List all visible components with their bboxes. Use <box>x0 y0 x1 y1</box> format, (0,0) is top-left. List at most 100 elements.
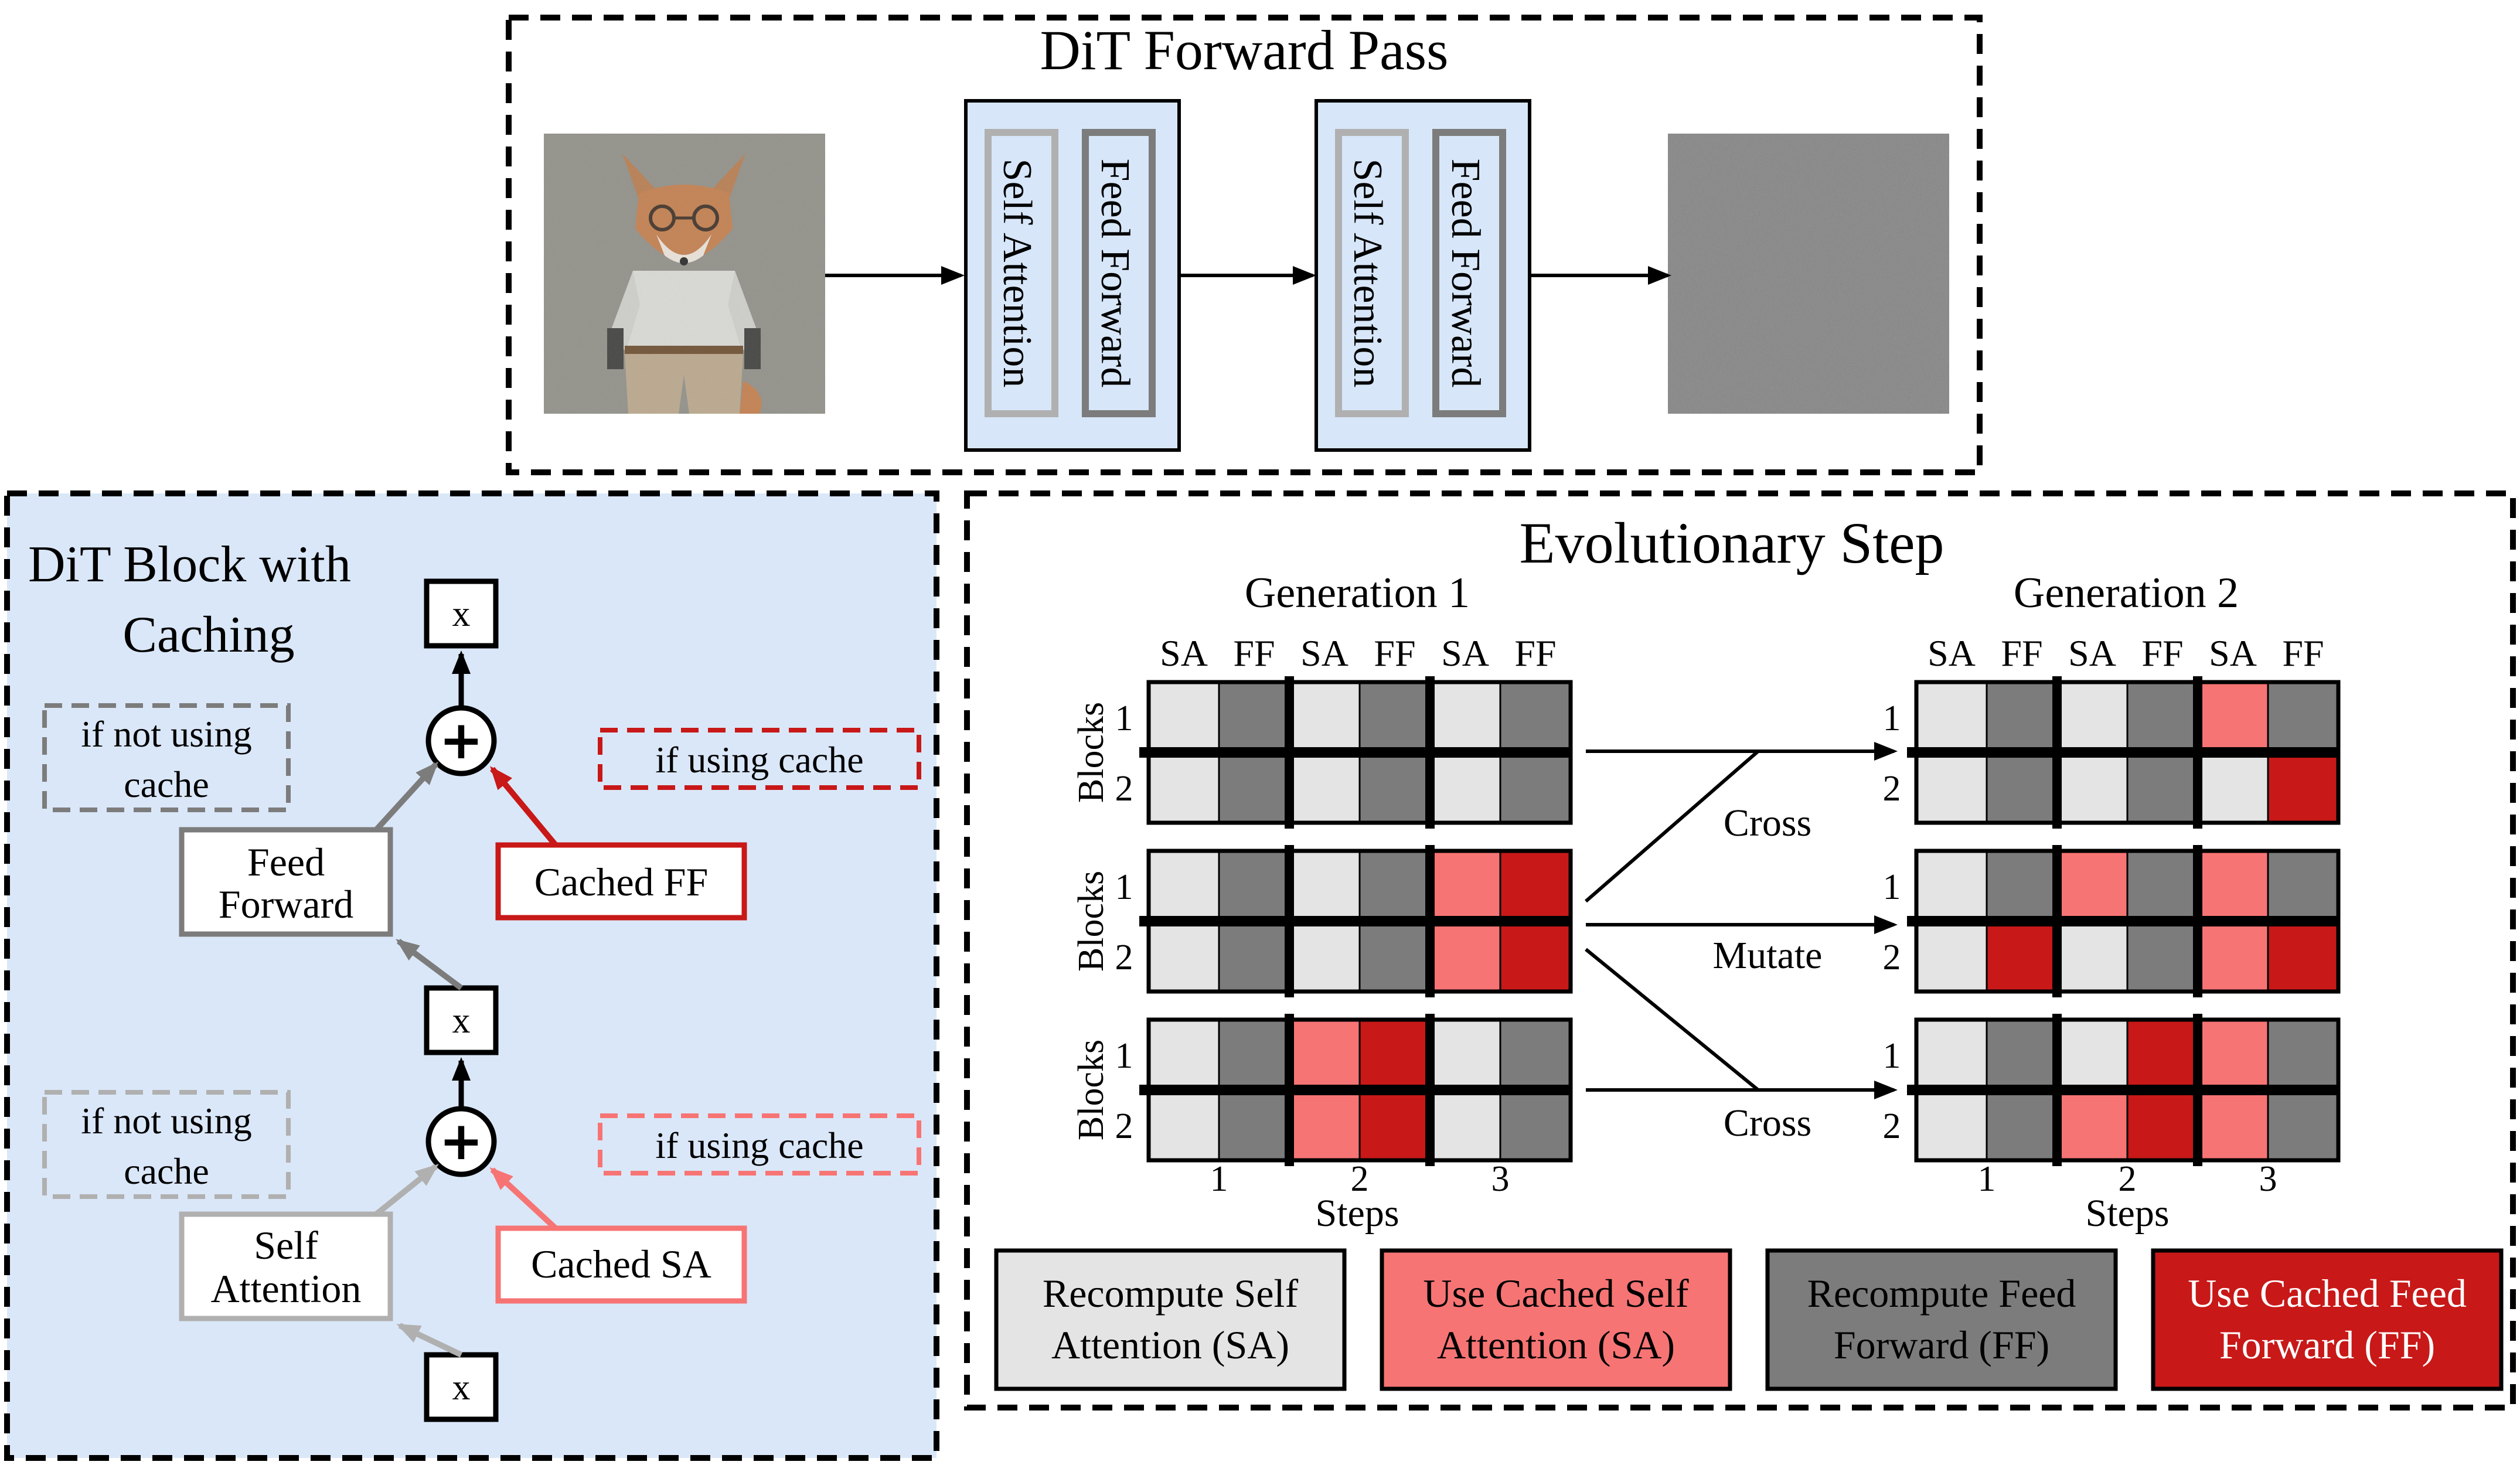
gen1-col-label-6: FF <box>1514 632 1556 674</box>
gen2-grid1-cell-r1c1 <box>1915 681 1988 754</box>
gen2-col-label-2: FF <box>2001 632 2042 674</box>
dit-block-caching-section: DiT Block with Caching x Self Attention … <box>4 490 939 1461</box>
legend-swatch-rsa <box>994 1248 1347 1391</box>
gen2-grid1-row-2: 2 <box>1883 769 1901 809</box>
block2-ff-label: Feed Forward <box>1443 159 1488 388</box>
gen2-grid1-cell-r1c3 <box>2056 681 2129 754</box>
gen2-grid2-cell-r1c1 <box>1915 850 1988 922</box>
ff-using-cache-label: if using cache <box>655 739 863 781</box>
arrow-cached-ff-to-add <box>490 766 558 847</box>
legend-swatch-csa <box>1380 1248 1732 1391</box>
legend-rff-line1: Recompute Feed <box>1807 1271 2076 1316</box>
line-cross-bottom-branch <box>1585 948 1759 1092</box>
gen1-grid3-row-1: 1 <box>1115 1036 1133 1076</box>
grid1-blocks-label: Blocks <box>1071 702 1111 803</box>
input-image <box>544 134 825 414</box>
evolutionary-step-section: Evolutionary Step Generation 1 Generatio… <box>964 490 2516 1411</box>
gen2-grid2-cell-r2c6 <box>2267 920 2339 993</box>
gen2-col-label-5: SA <box>2209 632 2257 674</box>
sa-using-cache-label: if using cache <box>655 1125 863 1166</box>
gen1-grid3-cell-r2c4 <box>1358 1089 1431 1161</box>
gen1-step-2: 2 <box>1351 1159 1369 1199</box>
sa-not-using-cache-box <box>42 1090 291 1199</box>
arrow-sa-to-add <box>374 1164 439 1217</box>
gen2-grid3-cell-r1c2 <box>1986 1018 2058 1091</box>
gen2-grid2-cell-r2c4 <box>2126 920 2199 993</box>
gen1-grid1-cell-r2c2 <box>1218 751 1290 824</box>
gen1-grid1-cell-r2c5 <box>1429 751 1501 824</box>
gen2-grid2-cell-r1c2 <box>1986 850 2058 922</box>
grid3-blocks-label: Blocks <box>1071 1040 1111 1140</box>
gen2-grid1-cell-r2c4 <box>2126 751 2199 824</box>
gen1-grid1-row-2: 2 <box>1115 769 1133 809</box>
forward-pass-section: DiT Forward Pass <box>506 15 1983 475</box>
gen2-grid1-cell-r2c3 <box>2056 751 2129 824</box>
generation1-title: Generation 1 <box>1245 569 1470 617</box>
gen1-grid2-cell-r2c5 <box>1429 920 1501 993</box>
legend-cff-line1: Use Cached Feed <box>2188 1271 2467 1316</box>
gen1-grid3-cell-r1c1 <box>1147 1018 1220 1091</box>
gen1-grid1-cell-r2c6 <box>1499 751 1572 824</box>
gen2-step-1: 1 <box>1978 1159 1996 1199</box>
arrow-cached-sa-to-add <box>489 1167 558 1231</box>
gen2-grid3-cell-r2c3 <box>2056 1089 2129 1161</box>
generation1-steps-label: Steps <box>1315 1192 1399 1235</box>
gen1-grid3-cell-r1c4 <box>1358 1018 1431 1091</box>
feed-forward-line1: Feed <box>247 840 325 884</box>
legend-csa-line1: Use Cached Self <box>1423 1271 1689 1316</box>
gen1-grid1-cell-r2c3 <box>1288 751 1361 824</box>
gen1-grid2-cell-r2c3 <box>1288 920 1361 993</box>
gen2-grid3-cell-r1c4 <box>2126 1018 2199 1091</box>
block2-self-attention <box>1335 129 1409 417</box>
gen2-grid3-cell-r2c5 <box>2197 1089 2269 1161</box>
gen2-grid3-cell-r2c6 <box>2267 1089 2339 1161</box>
line-cross-top-branch <box>1585 749 1759 903</box>
arrow-x-to-ff <box>396 938 463 991</box>
lower-add-sign: + <box>439 1110 483 1172</box>
gen2-grid2-row-2: 2 <box>1883 938 1901 977</box>
ff-not-using-cache-line1: if not using <box>81 713 252 755</box>
gen2-col-label-4: FF <box>2141 632 2183 674</box>
gen2-grid-2: 12 <box>1883 845 2341 997</box>
gen1-grid3-cell-r1c5 <box>1429 1018 1501 1091</box>
gen2-grid3-cell-r2c4 <box>2126 1089 2199 1161</box>
gen1-grid1-cell-r1c1 <box>1147 681 1220 754</box>
middle-x-label: x <box>452 1001 471 1041</box>
grid2-blocks-label: Blocks <box>1071 871 1111 972</box>
evolutionary-frame <box>964 490 2516 1411</box>
gen2-grid3-cell-r1c5 <box>2197 1018 2269 1091</box>
block2-feed-forward <box>1432 129 1506 417</box>
input-x-label: x <box>452 1368 471 1408</box>
gen1-grid1-cell-r1c4 <box>1358 681 1431 754</box>
gen1-grid1-row-1: 1 <box>1115 699 1133 738</box>
block1-self-attention <box>985 129 1058 417</box>
ff-not-using-cache-line2: cache <box>124 764 209 805</box>
cached-ff-box <box>495 842 747 921</box>
gen2-grid1-cell-r2c6 <box>2267 751 2339 824</box>
gen1-grid2-cell-r1c5 <box>1429 850 1501 922</box>
block2-sa-label: Self Attention <box>1345 159 1390 388</box>
legend-swatch-cff <box>2151 1248 2504 1391</box>
gen1-grid1-cell-r1c5 <box>1429 681 1501 754</box>
cached-sa-box <box>495 1225 747 1304</box>
gen2-grid2-cell-r2c3 <box>2056 920 2129 993</box>
evolutionary-title: Evolutionary Step <box>1520 510 1945 575</box>
legend-rsa-line1: Recompute Self <box>1043 1271 1299 1316</box>
gen1-grid3-cell-r2c1 <box>1147 1089 1220 1161</box>
legend-cff-line2: Forward (FF) <box>2219 1323 2435 1367</box>
gen2-grid1-cell-r2c2 <box>1986 751 2058 824</box>
generation2-title: Generation 2 <box>2014 569 2239 617</box>
output-x-label: x <box>452 594 471 634</box>
gen2-col-label-6: FF <box>2282 632 2324 674</box>
gen2-grid-3: 12 <box>1883 1014 2341 1166</box>
gen1-grid2-cell-r2c2 <box>1218 920 1290 993</box>
gen1-grid2-row-2: 2 <box>1115 938 1133 977</box>
output-noise-image <box>1668 134 1949 414</box>
block1-feed-forward <box>1082 129 1156 417</box>
gen1-step-3: 3 <box>1491 1159 1510 1199</box>
dit-block-title-line1: DiT Block with <box>28 536 351 593</box>
